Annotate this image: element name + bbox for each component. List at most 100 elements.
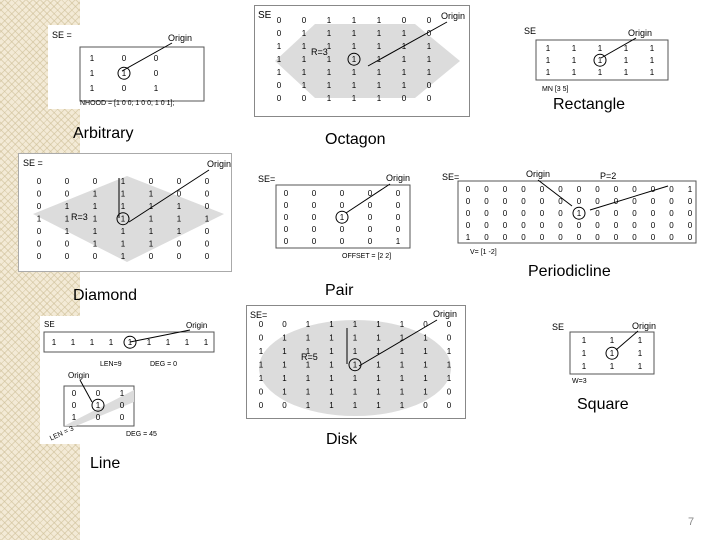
periodicline-caption: V= [1 -2] — [470, 249, 497, 256]
grid-cell: 0 — [595, 197, 600, 206]
grid-cell: 0 — [466, 221, 471, 230]
periodicline-se-label: SE= — [442, 172, 459, 182]
line-origin-arrow — [129, 329, 191, 343]
grid-cell: 0 — [540, 185, 545, 194]
grid-cell: 1 — [377, 29, 382, 38]
grid-cell: 0 — [651, 209, 656, 218]
grid-cell: 1 — [610, 349, 615, 358]
grid-cell: 0 — [177, 177, 182, 186]
grid-cell: 1 — [149, 202, 154, 211]
grid-cell: 1 — [624, 56, 629, 65]
grid-cell: 0 — [259, 401, 264, 410]
origin-marker — [572, 206, 586, 220]
grid-cell: 1 — [93, 227, 98, 236]
grid-cell: 0 — [632, 197, 637, 206]
grid-cell: 0 — [37, 190, 42, 199]
grid-cell: 0 — [96, 413, 101, 422]
pair-se-label: SE= — [258, 174, 275, 184]
grid-cell: 1 — [638, 349, 643, 358]
disk-se-label: SE= — [250, 310, 267, 320]
grid-cell: 1 — [327, 81, 332, 90]
grid-cell: 1 — [109, 338, 114, 347]
grid-cell: 0 — [595, 209, 600, 218]
square-origin-label: Origin — [632, 321, 656, 331]
pair-grid-frame — [275, 184, 411, 249]
grid-cell: 0 — [669, 209, 674, 218]
grid-cell: 0 — [614, 233, 619, 242]
grid-cell: 0 — [149, 177, 154, 186]
octagon-origin-arrow — [367, 21, 448, 67]
grid-cell: 0 — [396, 201, 401, 210]
grid-cell: 1 — [423, 388, 428, 397]
grid-cell: 1 — [185, 338, 190, 347]
grid-cell: 0 — [368, 189, 373, 198]
grid-cell: 1 — [400, 347, 405, 356]
label-rectangle: Rectangle — [553, 96, 626, 113]
grid-cell: 0 — [484, 221, 489, 230]
octagon-grid: 0011100011111011111111111111111111101111… — [277, 16, 432, 103]
grid-cell: 0 — [632, 233, 637, 242]
grid-cell: 0 — [558, 209, 563, 218]
arbitrary-origin-arrow — [121, 42, 173, 72]
grid-cell: 0 — [632, 185, 637, 194]
grid-cell: 0 — [177, 190, 182, 199]
grid-cell: 0 — [312, 201, 317, 210]
grid-cell: 1 — [402, 55, 407, 64]
grid-cell: 0 — [205, 177, 210, 186]
grid-cell: 1 — [327, 42, 332, 51]
pair-caption: OFFSET = [2 2] — [342, 253, 391, 260]
grid-cell: 1 — [329, 334, 334, 343]
label-octagon: Octagon — [325, 131, 386, 148]
grid-cell: 1 — [277, 68, 282, 77]
grid-cell: 1 — [121, 215, 126, 224]
grid-cell: 1 — [90, 69, 95, 78]
grid-cell: 0 — [37, 202, 42, 211]
grid-cell: 0 — [521, 221, 526, 230]
label-disk: Disk — [326, 431, 358, 448]
grid-cell: 1 — [352, 16, 357, 25]
grid-cell: 0 — [427, 29, 432, 38]
grid-cell: 0 — [558, 197, 563, 206]
grid-cell: 0 — [669, 233, 674, 242]
grid-cell: 0 — [669, 185, 674, 194]
grid-cell: 1 — [277, 42, 282, 51]
diamond-origin-arrow — [128, 169, 210, 223]
grid-cell: 0 — [396, 189, 401, 198]
grid-cell: 0 — [205, 190, 210, 199]
grid-cell: 0 — [503, 209, 508, 218]
label-line: Line — [90, 455, 121, 472]
grid-cell: 0 — [614, 221, 619, 230]
grid-cell: 1 — [327, 55, 332, 64]
grid-cell: 1 — [423, 334, 428, 343]
grid-cell: 0 — [577, 233, 582, 242]
grid-cell: 1 — [376, 388, 381, 397]
grid-cell: 0 — [93, 252, 98, 261]
grid-cell: 0 — [302, 16, 307, 25]
grid-cell: 1 — [353, 401, 358, 410]
grid-cell: 0 — [503, 185, 508, 194]
origin-marker — [335, 210, 349, 224]
grid-cell: 1 — [121, 252, 126, 261]
periodicline-direction-arrow — [589, 185, 669, 211]
grid-cell: 0 — [284, 201, 289, 210]
grid-cell: 1 — [302, 29, 307, 38]
square-caption: W=3 — [572, 378, 587, 385]
grid-cell: 0 — [259, 388, 264, 397]
grid-cell: 1 — [340, 213, 345, 222]
grid-cell: 1 — [400, 320, 405, 329]
grid-cell: 1 — [610, 336, 615, 345]
grid-cell: 0 — [93, 177, 98, 186]
grid-cell: 1 — [282, 388, 287, 397]
periodicline-origin-label: Origin — [526, 169, 550, 179]
grid-cell: 0 — [284, 237, 289, 246]
origin-marker — [117, 66, 131, 80]
grid-cell: 1 — [402, 68, 407, 77]
